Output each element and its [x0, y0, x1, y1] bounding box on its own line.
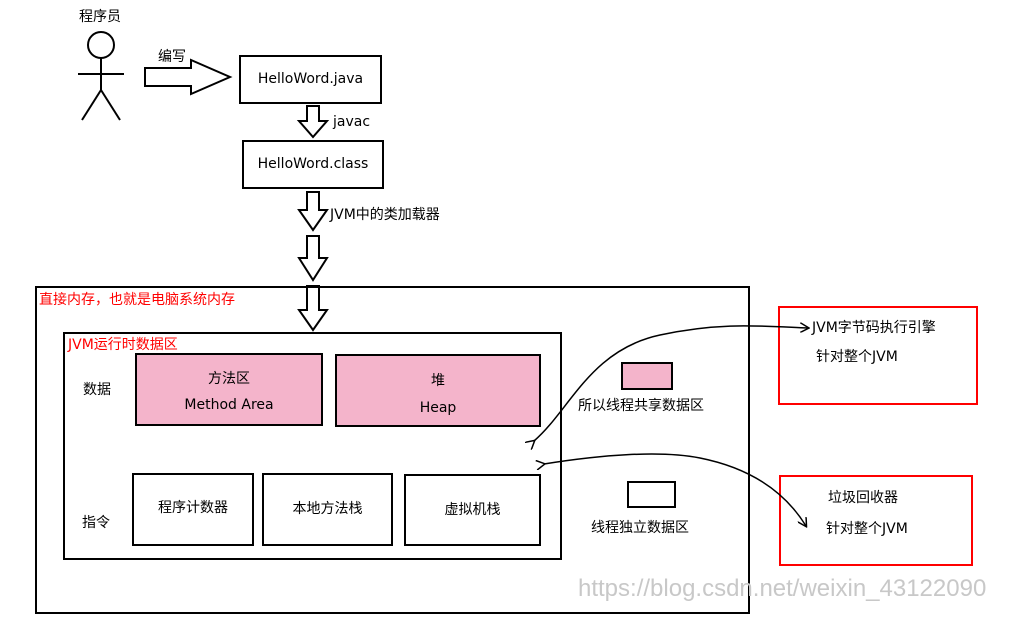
watermark: https://blog.csdn.net/weixin_43122090	[578, 575, 987, 602]
engine-scope: 针对整个JVM	[816, 349, 898, 365]
pc-register-box	[132, 473, 254, 546]
class-loader-label: JVM中的类加载器	[330, 207, 440, 223]
load-arrow-1	[297, 191, 329, 232]
write-label: 编写	[158, 49, 186, 65]
method-area-subtitle: Method Area	[184, 397, 274, 413]
source-file-box	[239, 55, 382, 104]
legend-private-label: 线程独立数据区	[591, 520, 689, 536]
class-file-box	[242, 140, 384, 189]
source-file-label: HelloWord.java	[257, 71, 364, 87]
engine-title: JVM字节码执行引擎	[812, 320, 936, 336]
gc-scope: 针对整个JVM	[826, 521, 908, 537]
programmer-label: 程序员	[79, 9, 121, 25]
engine-connector	[534, 326, 808, 441]
programmer-figure	[78, 31, 124, 121]
memory-label: 直接内存，也就是电脑系统内存	[39, 292, 235, 308]
runtime-label: JVM运行时数据区	[68, 337, 178, 353]
javac-arrow	[296, 105, 330, 139]
legend-shared-label: 所以线程共享数据区	[578, 398, 704, 414]
write-arrow	[144, 58, 233, 96]
javac-label: javac	[333, 114, 371, 130]
class-file-label: HelloWord.class	[257, 156, 369, 172]
legend-shared-swatch	[621, 362, 673, 390]
native-stack-box	[262, 473, 393, 546]
gc-title: 垃圾回收器	[828, 490, 898, 506]
load-arrow-2	[297, 235, 329, 282]
heap-title: 堆	[431, 373, 445, 389]
method-area-box	[135, 353, 323, 426]
method-area-title: 方法区	[208, 371, 250, 387]
load-arrow-3	[297, 285, 329, 332]
native-stack-label: 本地方法栈	[292, 501, 363, 517]
gc-connector	[544, 453, 806, 526]
vm-stack-label: 虚拟机栈	[444, 502, 501, 518]
pc-register-label: 程序计数器	[158, 500, 228, 516]
instr-row-label: 指令	[82, 515, 110, 531]
data-row-label: 数据	[83, 382, 111, 398]
legend-private-swatch	[627, 481, 676, 508]
heap-subtitle: Heap	[419, 400, 457, 416]
heap-box	[335, 354, 541, 427]
